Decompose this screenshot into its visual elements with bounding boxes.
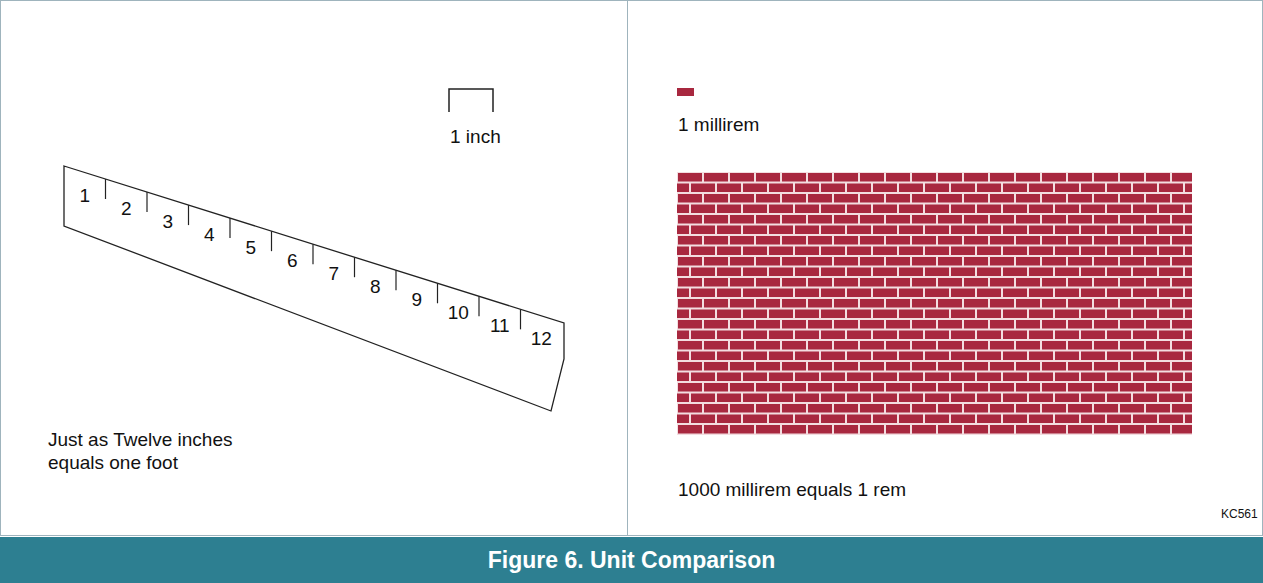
- figure-title: Figure 6. Unit Comparison: [488, 547, 776, 574]
- ruler-number: 9: [411, 289, 422, 312]
- ruler-outline: [61, 161, 573, 416]
- ruler: 123456789101112: [61, 161, 573, 416]
- ruler-number: 3: [162, 211, 173, 234]
- ruler-number: 4: [204, 224, 215, 247]
- ruler-number: 7: [328, 263, 339, 286]
- caption-text: 1000 millirem equals 1 rem: [678, 479, 906, 502]
- caption-text: Just as Twelve inches equals one foot: [48, 429, 248, 475]
- caption-text: 1 inch: [450, 126, 501, 149]
- caption-text: 1 millirem: [678, 114, 759, 137]
- ruler-number: 11: [490, 315, 510, 338]
- brick-wall: [677, 172, 1192, 435]
- title-band: Figure 6. Unit Comparison: [0, 537, 1263, 583]
- ruler-number: 6: [287, 250, 298, 273]
- single-brick: [677, 88, 694, 96]
- inch-bracket: [449, 89, 493, 112]
- ruler-number: 10: [448, 302, 469, 325]
- ruler-number: 12: [531, 328, 552, 351]
- millirem-panel: 1 millirem 1000 millirem equals 1 rem: [627, 0, 1263, 536]
- ruler-number: 1: [79, 185, 90, 208]
- ruler-number: 5: [245, 237, 256, 260]
- ruler-number: 2: [121, 198, 132, 221]
- figure-code: KC561: [1221, 507, 1258, 521]
- ruler-number: 8: [370, 276, 381, 299]
- inch-panel: 1 inchJust as Twelve inches equals one f…: [0, 0, 628, 536]
